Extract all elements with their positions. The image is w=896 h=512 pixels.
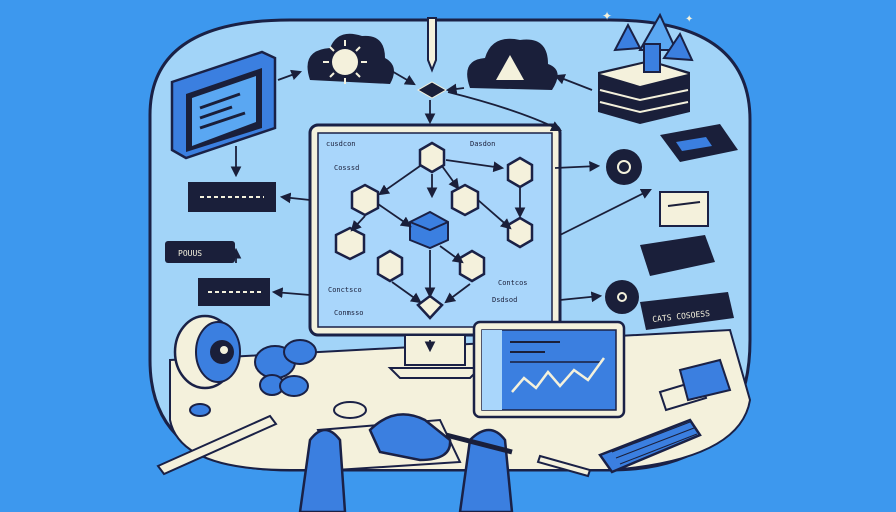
left-tag: POUUS (165, 241, 235, 263)
phone-icon (658, 358, 732, 412)
hex-node (334, 226, 366, 261)
connector-arrows (230, 69, 652, 353)
board-label-top-right: Dasdon (470, 140, 495, 148)
stylus-icon (445, 432, 513, 455)
svg-text:✦: ✦ (602, 9, 612, 23)
board-label-bottom-left: Conctsco (328, 286, 362, 294)
pen-icon (427, 17, 437, 73)
hex-node (506, 156, 534, 189)
card-icon (660, 124, 738, 162)
board-label-top-left: cusdcon (326, 140, 356, 148)
blob-cluster-icon (189, 339, 317, 417)
hand-left (298, 428, 347, 512)
camera-lens-icon (173, 314, 241, 390)
hex-node (350, 183, 380, 217)
left-label-box-2 (198, 278, 270, 306)
board-label-top-left-2: Cosssd (334, 164, 359, 172)
right-tag: CATS COSOESS (640, 292, 734, 330)
board-label-bottom-right-2: Dsdsod (492, 296, 517, 304)
board-label-bottom-right: Contcos (498, 279, 528, 287)
tablet-icon (472, 320, 626, 419)
gear-icon (606, 149, 642, 185)
hex-node (418, 141, 446, 174)
retro-monitor-icon (170, 50, 277, 160)
hand-right (368, 413, 514, 512)
board-arrows (350, 159, 526, 304)
board-label-bottom-left-2: Conmsso (334, 309, 364, 317)
db-node (409, 210, 449, 250)
hex-node (376, 249, 404, 283)
hex-node (458, 249, 486, 283)
keyboard-icon (598, 418, 702, 474)
hex-node (506, 216, 534, 249)
diamond-node (416, 294, 444, 320)
crystal-stack-icon: ✦ ✦ (598, 9, 694, 124)
gear-icon (605, 280, 639, 314)
sun-cloud-icon (307, 33, 394, 84)
left-tag-label: POUUS (178, 249, 202, 258)
hex-node (450, 183, 480, 217)
pencil-icon (156, 414, 278, 476)
pen-right-icon (536, 454, 592, 478)
projector-device-icon (640, 191, 715, 276)
svg-text:✦: ✦ (685, 14, 693, 25)
warning-cloud-icon (467, 38, 558, 90)
left-label-box-1 (188, 182, 276, 212)
